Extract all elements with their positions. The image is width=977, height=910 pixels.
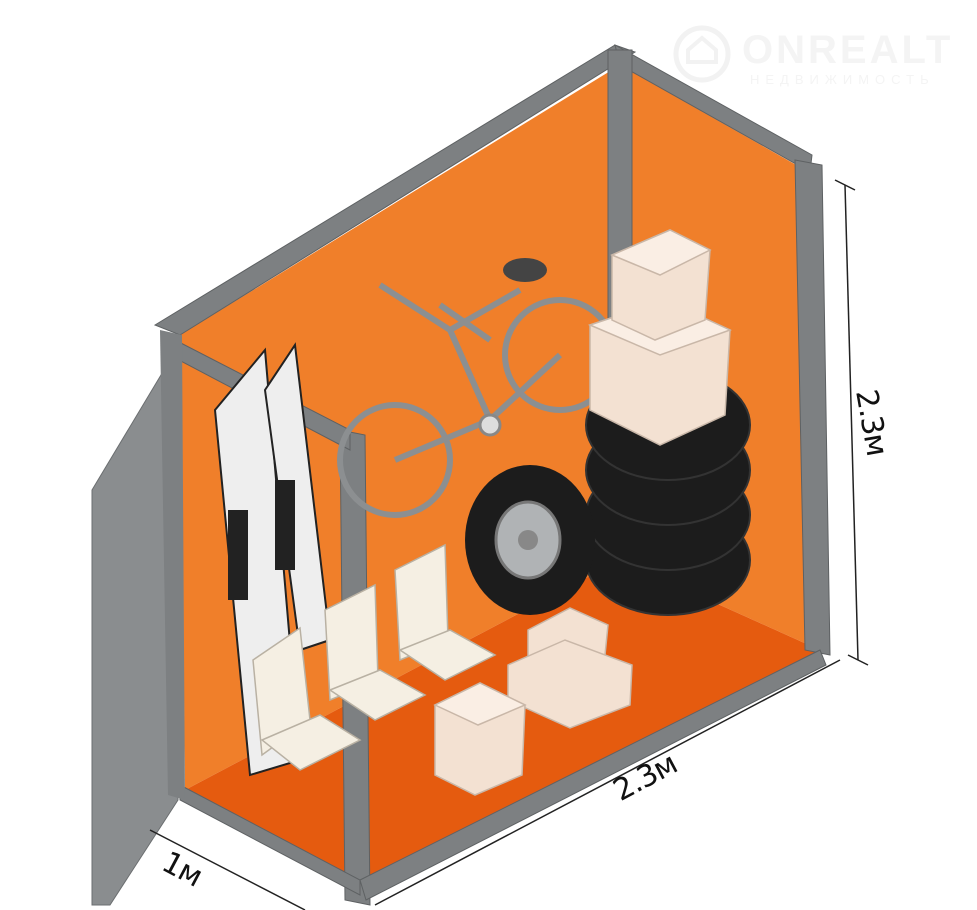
- watermark-subtitle: НЕДВИЖИМОСТЬ: [750, 72, 935, 87]
- chairs: [252, 543, 497, 771]
- watermark-brand: ONREALT: [742, 28, 954, 72]
- house-pin-icon: [673, 25, 731, 83]
- dimension-lines: [149, 179, 869, 910]
- bicycle: [337, 258, 618, 518]
- boxes: [433, 229, 732, 796]
- door[interactable]: [91, 358, 179, 906]
- tire-wheel: [465, 465, 595, 615]
- watermark-logo: ONREALT НЕДВИЖИМОСТЬ: [672, 22, 950, 97]
